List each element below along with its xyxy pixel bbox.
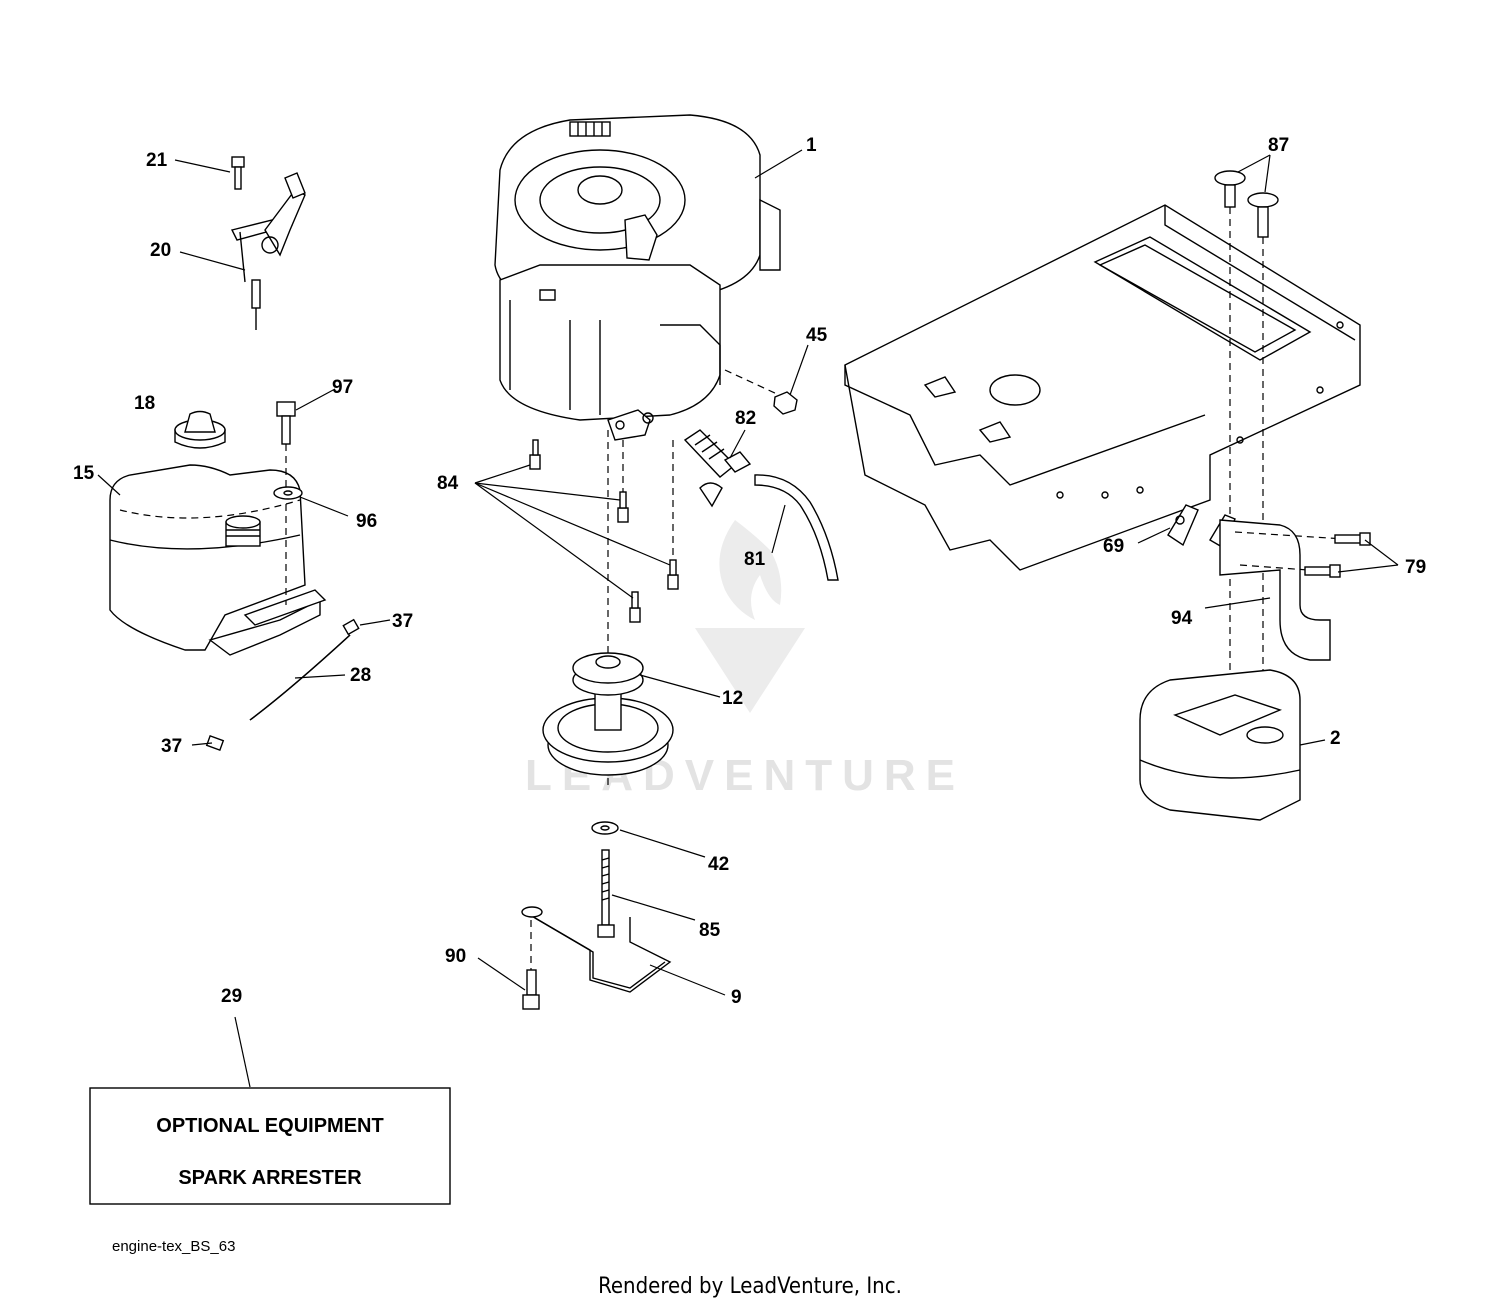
part-label-1: 1	[806, 135, 817, 156]
part-labels: 1 21 87 20 45 97 18 82 15 84 96 69 81 79…	[73, 135, 1426, 1008]
optional-equipment-box: OPTIONAL EQUIPMENT SPARK ARRESTER	[89, 1087, 451, 1205]
part-label-96: 96	[356, 511, 377, 532]
part-label-85: 85	[699, 920, 721, 941]
belt-guide-drawing	[521, 906, 672, 1010]
leader-lines	[97, 149, 1399, 1088]
exhaust-pipe-drawing	[1167, 504, 1371, 661]
part-label-12: 12	[722, 688, 743, 709]
pulley-drawing	[542, 652, 674, 776]
part-label-15: 15	[73, 463, 95, 484]
nut-45-drawing	[724, 369, 798, 415]
bolt-97-drawing	[273, 401, 303, 605]
part-label-37-bottom: 37	[161, 736, 182, 757]
part-label-97: 97	[332, 377, 353, 398]
drain-valve-drawing	[683, 429, 839, 581]
part-label-2: 2	[1330, 728, 1341, 749]
screws-87-drawing	[1214, 170, 1279, 690]
part-label-79: 79	[1405, 557, 1426, 578]
spark-arrester-label: SPARK ARRESTER	[178, 1167, 362, 1189]
frame-drawing	[844, 204, 1361, 571]
engine-drawing	[494, 114, 781, 441]
part-label-81: 81	[744, 549, 766, 570]
fuel-tank-drawing	[109, 464, 327, 656]
washer-bolt-drawing	[591, 821, 619, 938]
muffler-drawing	[1139, 669, 1301, 821]
part-label-87: 87	[1268, 135, 1289, 156]
figure-code: engine-tex_BS_63	[112, 1238, 235, 1255]
part-label-94: 94	[1171, 608, 1193, 629]
part-label-21: 21	[146, 150, 168, 171]
fuel-line-drawing	[205, 618, 360, 751]
part-label-29: 29	[221, 986, 242, 1007]
part-label-37-top: 37	[392, 611, 413, 632]
part-label-42: 42	[708, 854, 729, 875]
fuel-cap-drawing	[174, 410, 226, 449]
part-label-90: 90	[445, 946, 466, 967]
part-label-28: 28	[350, 665, 371, 686]
throttle-bracket-drawing	[230, 156, 306, 330]
optional-equipment-label: OPTIONAL EQUIPMENT	[156, 1115, 383, 1137]
part-label-9: 9	[731, 987, 742, 1008]
rendered-by-credit: Rendered by LeadVenture, Inc.	[598, 1274, 902, 1299]
part-label-20: 20	[150, 240, 171, 261]
part-label-84: 84	[437, 473, 459, 494]
part-label-45: 45	[806, 325, 828, 346]
part-label-69: 69	[1103, 536, 1124, 557]
part-label-82: 82	[735, 408, 756, 429]
part-label-18: 18	[134, 393, 155, 414]
